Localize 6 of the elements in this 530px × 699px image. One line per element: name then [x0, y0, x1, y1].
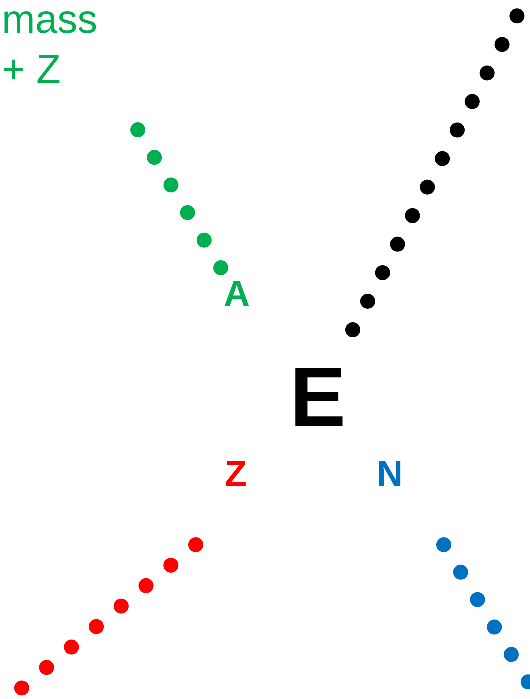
letter-label: N: [377, 456, 403, 492]
letter-label: E: [290, 355, 346, 439]
letter-label: A: [224, 276, 250, 312]
letter-label: Z: [225, 456, 247, 492]
formula-text: mass: [2, 0, 98, 40]
formula-text: + Z: [2, 50, 61, 90]
